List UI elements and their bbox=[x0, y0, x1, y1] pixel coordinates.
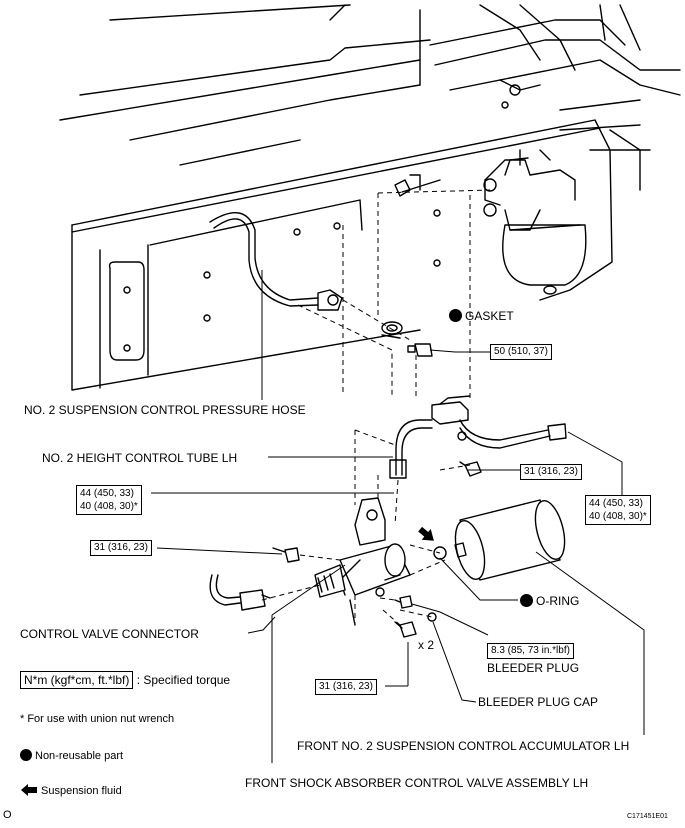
accumulator-bracket bbox=[483, 149, 576, 231]
tube-clamp-bolt bbox=[459, 461, 482, 477]
control-valve-connector-label: CONTROL VALVE CONNECTOR bbox=[20, 627, 199, 641]
o-ring bbox=[433, 546, 447, 560]
bracket-bolt bbox=[272, 547, 300, 563]
bleeder-plug-cap-label: BLEEDER PLUG CAP bbox=[478, 695, 599, 709]
non-reusable-dot-icon bbox=[449, 309, 462, 322]
upper-fitting bbox=[394, 179, 441, 197]
figure-id: C171451E01 bbox=[627, 813, 668, 820]
torque-bleeder-box: 8.3 (85, 73 in.*lbf) bbox=[487, 643, 574, 659]
legend-non-reusable-text: Non-reusable part bbox=[35, 750, 124, 762]
pressure-hose-label: NO. 2 SUSPENSION CONTROL PRESSURE HOSE bbox=[24, 403, 306, 417]
frame-accumulator bbox=[502, 224, 587, 295]
legend-torque-unit: N*m (kgf*cm, ft.*lbf) bbox=[20, 671, 134, 689]
legend-non-reusable: Non-reusable part bbox=[20, 749, 123, 763]
o-ring-label: O-RING bbox=[520, 594, 579, 608]
upper-chassis bbox=[59, 4, 681, 191]
torque-tube-left-box: 44 (450, 33) 40 (408, 30)* bbox=[76, 485, 142, 515]
legend-torque-desc: : Specified torque bbox=[136, 673, 231, 687]
bleeder-plug-label: BLEEDER PLUG bbox=[487, 661, 580, 675]
non-reusable-dot-icon bbox=[520, 594, 533, 607]
legend-fluid-text: Suspension fluid bbox=[41, 785, 122, 797]
pressure-hose bbox=[209, 212, 343, 311]
bleeder-plug bbox=[394, 595, 437, 622]
torque-gasket-box: 50 (510, 37) bbox=[490, 344, 552, 360]
height-tube-label: NO. 2 HEIGHT CONTROL TUBE LH bbox=[42, 451, 238, 465]
torque-tube-right-box: 44 (450, 33) 40 (408, 30)* bbox=[585, 495, 651, 525]
gasket-and-union-bolt bbox=[381, 321, 433, 357]
torque-bolt-mid-box: 31 (316, 23) bbox=[520, 464, 582, 480]
gasket-label: GASKET bbox=[449, 309, 514, 323]
torque-tube-left-value: 44 (450, 33) bbox=[80, 488, 134, 499]
torque-tube-right-union-value: 40 (408, 30)* bbox=[589, 511, 647, 522]
valve-assembly-label: FRONT SHOCK ABSORBER CONTROL VALVE ASSEM… bbox=[245, 776, 589, 790]
accumulator-cylinder bbox=[454, 499, 566, 581]
footer-left-mark: O bbox=[3, 809, 12, 821]
legend-union-note: * For use with union nut wrench bbox=[20, 713, 175, 725]
valve-connector bbox=[209, 574, 271, 611]
torque-tube-left-union-value: 40 (408, 30)* bbox=[80, 501, 138, 512]
guide-lines bbox=[261, 189, 491, 626]
fluid-arrow bbox=[418, 526, 434, 541]
times-two-label: x 2 bbox=[418, 638, 435, 652]
height-control-tube bbox=[389, 395, 567, 479]
legend-fluid: Suspension fluid bbox=[20, 784, 122, 798]
accumulator-label: FRONT NO. 2 SUSPENSION CONTROL ACCUMULAT… bbox=[297, 739, 630, 753]
legend-torque: N*m (kgf*cm, ft.*lbf) : Specified torque bbox=[20, 671, 231, 689]
non-reusable-dot-icon bbox=[20, 749, 32, 761]
torque-bottom-bolt-box: 31 (316, 23) bbox=[315, 679, 377, 695]
leader-lines bbox=[151, 270, 645, 763]
gasket-text: GASKET bbox=[465, 309, 514, 323]
torque-tube-right-value: 44 (450, 33) bbox=[589, 498, 643, 509]
torque-bracket-box: 31 (316, 23) bbox=[90, 540, 152, 556]
o-ring-text: O-RING bbox=[536, 594, 580, 608]
control-valve-assembly bbox=[314, 497, 411, 626]
fluid-arrow-icon bbox=[21, 784, 37, 796]
bottom-bolt bbox=[394, 621, 417, 638]
frame-rail bbox=[71, 119, 613, 391]
